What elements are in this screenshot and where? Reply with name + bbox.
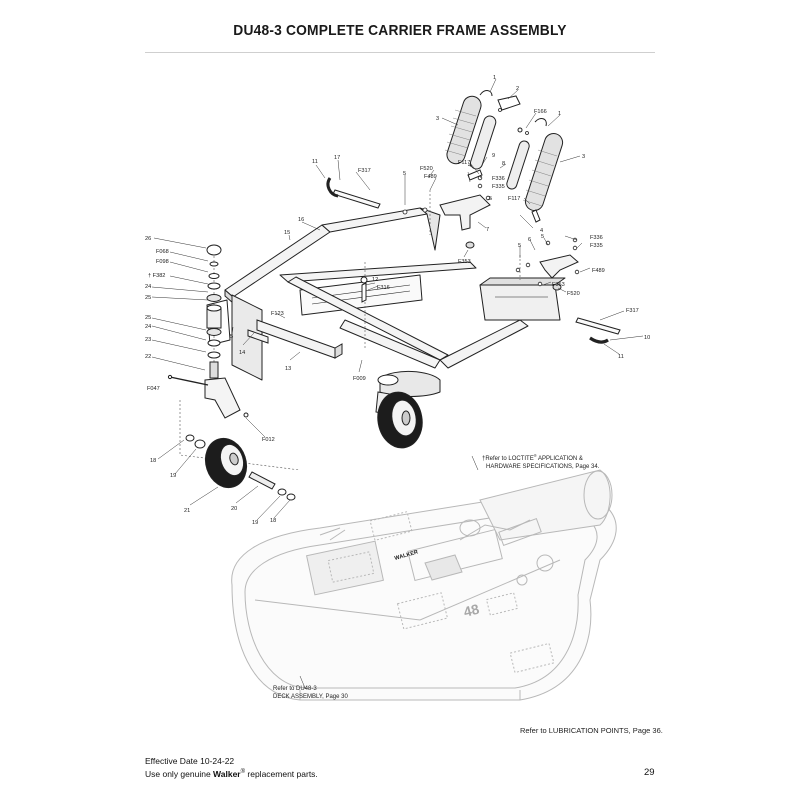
callout-5: 5 (230, 334, 233, 340)
callout-f489: F489 (592, 268, 605, 274)
callout-19: 19 (170, 473, 176, 479)
callout-1: 1 (558, 111, 561, 117)
callout-5: 5 (541, 234, 544, 240)
leader-lines (151, 78, 644, 689)
callout-f489: F489 (424, 174, 437, 180)
deck-note-line2: DECK ASSEMBLY, Page 30 (273, 694, 348, 700)
page-title: DU48-3 COMPLETE CARRIER FRAME ASSEMBLY (233, 22, 567, 39)
front-bars (247, 276, 368, 359)
callout-18: 18 (150, 458, 156, 464)
effective-date: Effective Date 10-24-22 (145, 756, 235, 766)
callout-17: 17 (334, 155, 340, 161)
loctite-note-line1: Refer to LOCTITE (485, 456, 534, 462)
callout-16: 16 (298, 217, 304, 223)
left-wheel (185, 434, 296, 501)
callout-5: 5 (403, 171, 406, 177)
callout-f382: † F382 (148, 273, 165, 279)
callout-f336: F336 (492, 176, 505, 182)
callout-f335: F335 (492, 184, 505, 190)
callout-f353: F353 (458, 259, 471, 265)
deck-note-line1: Refer to DU48-3 (273, 686, 317, 692)
callout-18: 18 (270, 518, 276, 524)
callout-f335: F335 (590, 243, 603, 249)
callout-9: 9 (492, 153, 495, 159)
genuine-suffix: replacement parts. (245, 768, 318, 779)
callout-26: 26 (145, 236, 151, 242)
callout-21: 21 (184, 508, 190, 514)
spring-coils (444, 109, 558, 207)
deck-size-badge: 48 (462, 601, 481, 620)
brand-registered-mark: ® (240, 769, 246, 775)
callout-25: 25 (145, 295, 151, 301)
callout-f117: F117 (508, 196, 520, 202)
callout-5: 5 (518, 243, 521, 249)
pivot-brackets (439, 194, 579, 291)
callout-12: 12 (372, 277, 378, 283)
loctite-note: †Refer to LOCTITE® APPLICATION & HARDWAR… (482, 452, 599, 471)
callout-5: 5 (489, 196, 492, 202)
brand-name: Walker (213, 768, 241, 779)
callout-f317: F317 (626, 308, 639, 314)
callout-4: 4 (468, 163, 471, 169)
callout-2: 2 (516, 86, 519, 92)
callout-f009: F009 (353, 376, 366, 382)
callout-6: 6 (528, 237, 531, 243)
callout-11: 11 (618, 354, 624, 360)
page-number: 29 (644, 767, 655, 778)
callout-3: 3 (582, 154, 585, 160)
callout-14: 14 (239, 350, 245, 356)
callout-8: 8 (502, 161, 505, 167)
left-caster-stack (167, 244, 249, 419)
footer: Effective Date 10-24-22 Use only genuine… (145, 756, 318, 780)
callout-3: 3 (436, 116, 439, 122)
carrier-frame (206, 207, 566, 397)
callout-24: 24 (145, 324, 151, 330)
callout-13: 13 (285, 366, 291, 372)
latch-handles (326, 177, 621, 344)
callout-f336: F336 (590, 235, 603, 241)
callout-22: 22 (145, 354, 151, 360)
dagger-symbol: † (482, 456, 486, 462)
callout-f117: F117 (458, 160, 470, 166)
callout-25: 25 (145, 315, 151, 321)
callout-f123: F123 (271, 311, 284, 317)
callout-23: 23 (145, 337, 151, 343)
lubrication-note: Refer to LUBRICATION POINTS, Page 36. (520, 726, 663, 735)
genuine-prefix: Use only genuine (145, 768, 214, 779)
genuine-parts-line: Use only genuine Walker® replacement par… (145, 767, 318, 780)
callout-f520: F520 (420, 166, 433, 172)
registered-mark: ® (533, 453, 537, 458)
callout-f098: F098 (156, 259, 169, 265)
callout-f316: F316 (377, 285, 390, 291)
right-caster-wheel (375, 391, 423, 449)
callout-f317: F317 (358, 168, 371, 174)
callout-11: 11 (312, 159, 318, 165)
callout-f166: F166 (534, 109, 547, 115)
callout-f047: F047 (147, 386, 160, 392)
callout-f012: F012 (262, 437, 275, 443)
callout-19: 19 (252, 520, 258, 526)
springs (446, 95, 564, 211)
callout-20: 20 (231, 506, 237, 512)
deck-assembly-ghost (231, 469, 617, 701)
loctite-note-line2: HARDWARE SPECIFICATIONS, Page 34. (486, 464, 600, 470)
callout-24: 24 (145, 284, 151, 290)
callout-10: 10 (644, 335, 650, 341)
callout-1: 1 (493, 75, 496, 81)
callout-4: 4 (540, 228, 543, 234)
callout-15: 15 (284, 230, 290, 236)
deck-reference-note: Refer to DU48-3 DECK ASSEMBLY, Page 30 (273, 685, 348, 701)
callout-f520: F520 (567, 291, 580, 297)
title-rule (145, 52, 655, 53)
callout-f353: F353 (552, 282, 565, 288)
callout-f068: F068 (156, 249, 169, 255)
loctite-note-line1-end: APPLICATION & (536, 456, 583, 462)
callout-7: 7 (486, 227, 489, 233)
